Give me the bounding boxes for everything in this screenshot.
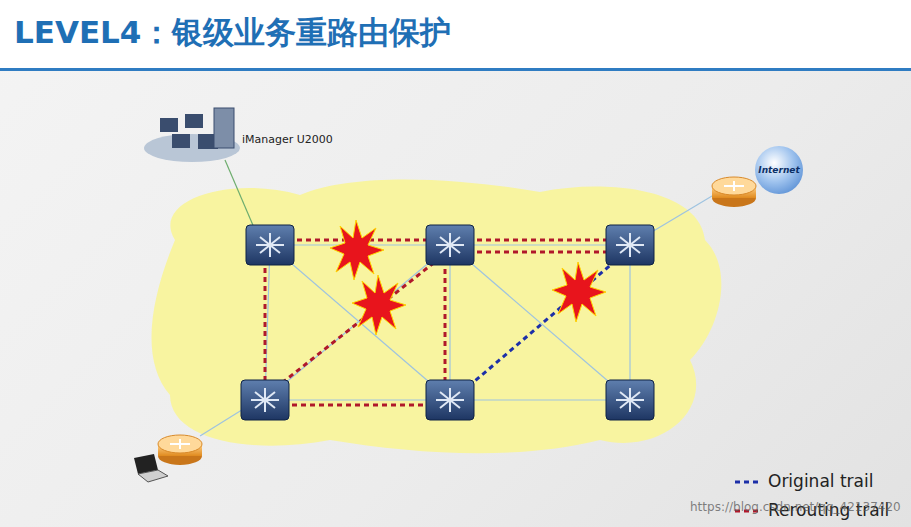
node-label: Internet <box>758 165 799 175</box>
slide-title: LEVEL4：银级业务重路由保护 <box>14 12 451 54</box>
watermark: https://blog.csdn.net/qq_42137420 <box>690 500 901 514</box>
device-label: iManager U2000 <box>242 133 333 146</box>
legend-line-sample <box>735 481 762 484</box>
legend-text: Original trail <box>768 471 873 491</box>
globe-node: Internet <box>755 146 803 194</box>
